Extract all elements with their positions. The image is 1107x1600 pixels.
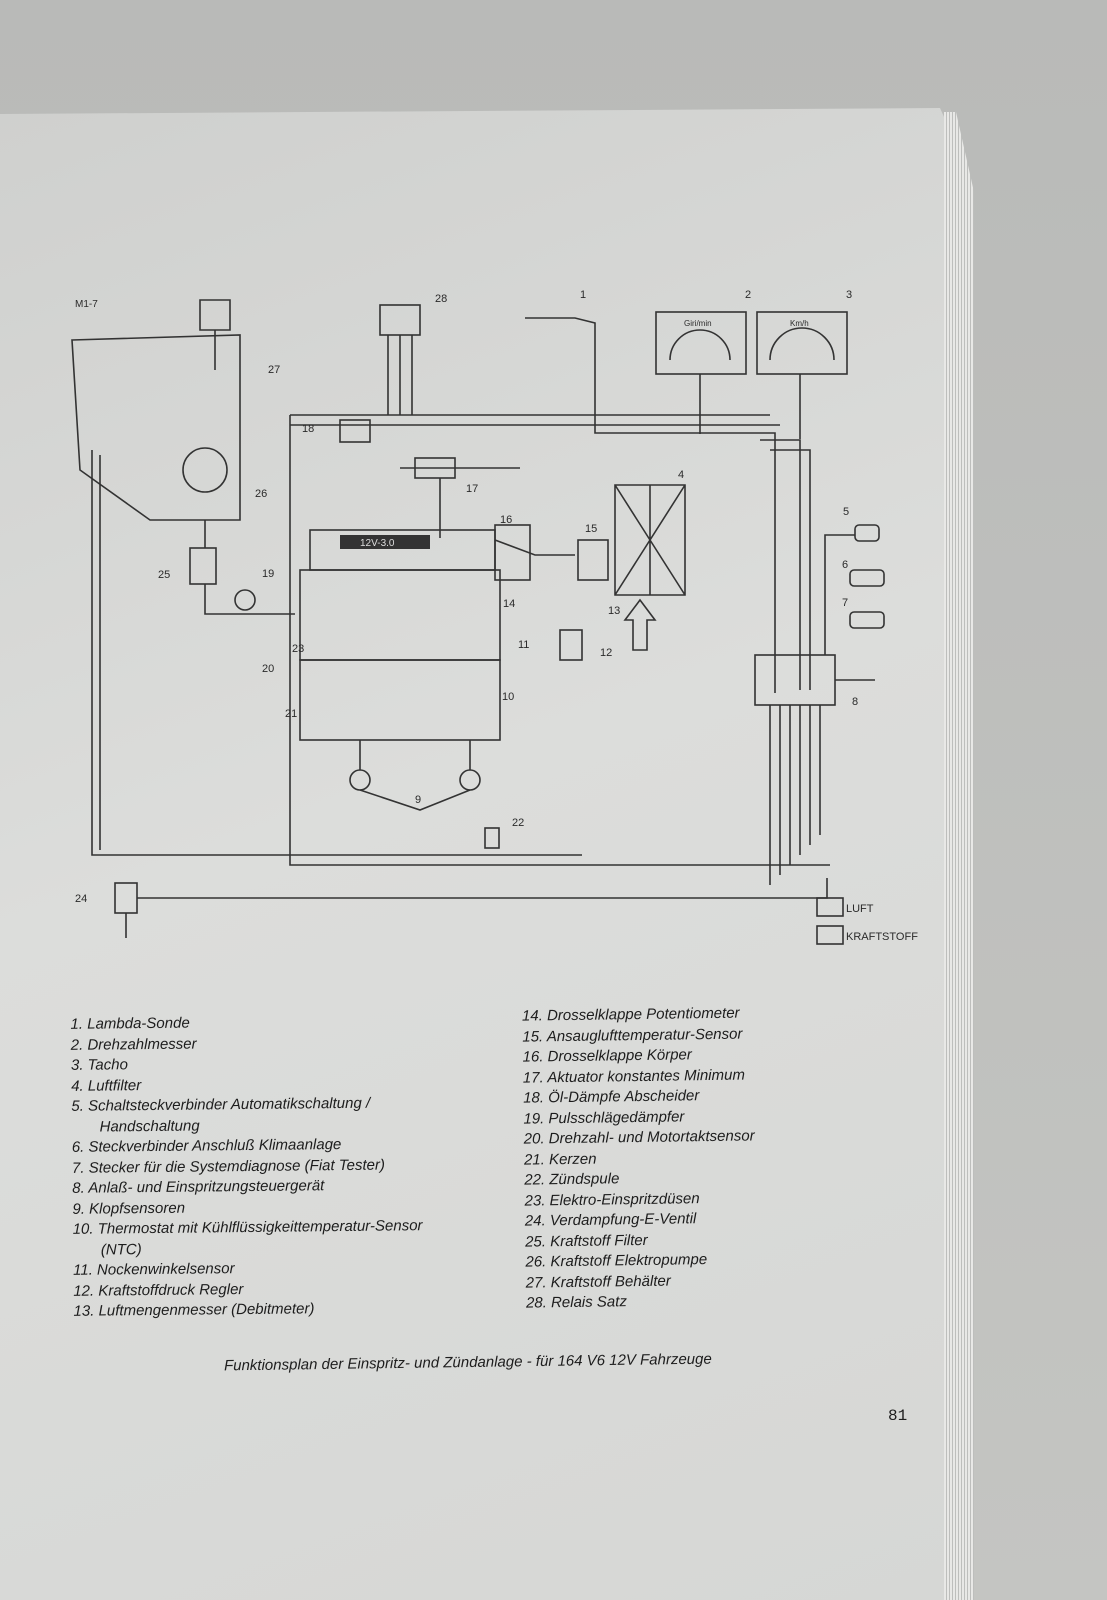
evap-valve <box>114 882 138 914</box>
page-stack-edge <box>944 112 974 1600</box>
callout-4: 4 <box>678 469 684 481</box>
gauge-rpm-label: Giri/min <box>684 319 712 328</box>
ignition-coil <box>484 827 500 849</box>
key-air-label: LUFT <box>846 903 874 915</box>
speedometer <box>756 311 848 375</box>
air-flow-meter <box>577 539 609 581</box>
callout-7: 7 <box>842 597 848 609</box>
air-filter <box>614 484 686 596</box>
callout-20: 20 <box>262 663 274 675</box>
callout-2: 2 <box>745 289 751 301</box>
injection-ignition-diagram: M1-7 12V-3.0 Giri/min Km/h 1 2 3 4 5 6 7… <box>71 289 918 945</box>
relay-set <box>379 304 421 336</box>
callout-3: 3 <box>846 289 852 301</box>
engine-badge: 12V-3.0 <box>360 538 395 549</box>
fuel-pump <box>182 447 228 493</box>
callout-9: 9 <box>415 794 421 806</box>
gauge-speed-label: Km/h <box>790 319 809 328</box>
callout-28: 28 <box>435 293 447 305</box>
callout-17: 17 <box>466 483 478 495</box>
callout-1: 1 <box>580 289 586 301</box>
legend-item: 15. Ansauglufttemperatur-Sensor <box>522 1025 743 1046</box>
callout-26: 26 <box>255 488 267 500</box>
callout-27: 27 <box>268 364 280 376</box>
legend-left: 1. Lambda-Sonde 2. Drehzahlmesser 3. Tac… <box>70 1011 423 1322</box>
callout-22: 22 <box>512 817 524 829</box>
legend-item: 7. Stecker für die Systemdiagnose (Fiat … <box>71 1156 385 1177</box>
callouts: 1 2 3 4 5 6 7 8 9 10 11 12 13 14 15 16 1… <box>75 289 858 905</box>
callout-16: 16 <box>500 514 512 526</box>
legend-right: 14. Drosselklappe Potentiometer 15. Ansa… <box>522 1003 757 1314</box>
legend-item: 14. Drosselklappe Potentiometer <box>521 1004 740 1025</box>
legend-item: 5. Schaltsteckverbinder Automatikschaltu… <box>71 1094 371 1115</box>
callout-21: 21 <box>285 708 297 720</box>
callout-6: 6 <box>842 559 848 571</box>
callout-24: 24 <box>75 893 87 905</box>
key-fuel-box <box>816 925 844 945</box>
callout-11: 11 <box>518 639 529 651</box>
page-number: 81 <box>888 1407 908 1425</box>
legend-item: 20. Drehzahl- und Motortaktsensor <box>523 1127 755 1148</box>
oil-separator <box>339 419 371 443</box>
fuel-filter <box>189 547 217 585</box>
callout-25: 25 <box>158 569 170 581</box>
callout-15: 15 <box>585 523 597 535</box>
fuel-tank <box>71 334 241 521</box>
callout-14: 14 <box>503 598 515 610</box>
legend-item: 13. Luftmengenmesser (Debitmeter) <box>73 1300 315 1320</box>
callout-10: 10 <box>502 691 514 703</box>
callout-8: 8 <box>852 696 858 708</box>
callout-23: 23 <box>292 643 304 655</box>
callout-18: 18 <box>302 423 314 435</box>
callout-13: 13 <box>608 605 620 617</box>
diagram-code: M1-7 <box>75 299 98 310</box>
callout-12: 12 <box>600 647 612 659</box>
legend-item: 28. Relais Satz <box>525 1293 628 1312</box>
key-air-box <box>816 897 844 917</box>
ecu <box>754 654 836 706</box>
legend-item: 17. Aktuator konstantes Minimum <box>522 1066 745 1087</box>
callout-19: 19 <box>262 568 274 580</box>
legend-item: 10. Thermostat mit Kühlflüssigkeittemper… <box>72 1217 423 1238</box>
throttle-body <box>494 524 531 581</box>
manual-page <box>0 108 958 1600</box>
tachometer <box>655 311 747 375</box>
key-fuel-label: KRAFTSTOFF <box>846 931 918 943</box>
callout-5: 5 <box>843 506 849 518</box>
pulsation-damper <box>234 589 256 611</box>
